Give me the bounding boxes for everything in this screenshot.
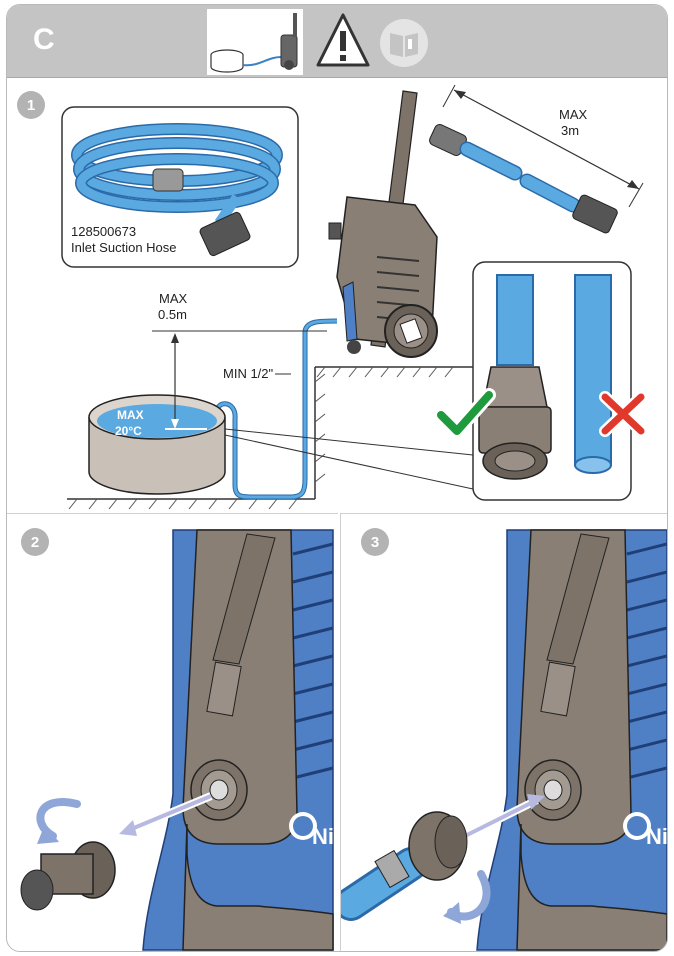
push-in-arrow <box>459 794 545 842</box>
water-tank-icon <box>88 394 226 495</box>
section-letter: C <box>33 23 55 56</box>
diameter-label: MIN 1/2" <box>223 366 274 381</box>
pull-out-arrow <box>119 792 213 836</box>
height-limit-value: 0.5m <box>158 307 187 322</box>
machine-side-closeup <box>142 529 334 951</box>
extension-hose-icon <box>429 123 618 234</box>
pressure-washer-icon <box>328 90 438 358</box>
step-2-panel: 2 Ni <box>7 513 338 951</box>
coiled-hose-icon <box>71 123 283 257</box>
rotate-cw-icon <box>443 870 491 924</box>
correct-check-icon <box>434 388 496 438</box>
incorrect-cross-icon <box>599 391 647 437</box>
height-dimension <box>152 330 327 430</box>
hose-with-filter-icon <box>478 274 552 480</box>
rotate-ccw-icon <box>36 798 81 844</box>
hose-length-value: 3m <box>561 123 580 138</box>
step-3-panel: 3 Ni <box>340 513 668 951</box>
step-2-illustration <box>20 529 334 951</box>
hose-length-label: MAX <box>559 107 588 122</box>
height-limit-label: MAX <box>159 291 188 306</box>
brand-logo-partial-2: Ni <box>312 824 334 849</box>
manual-book-icon <box>380 19 428 67</box>
hose-without-filter-icon <box>574 274 612 474</box>
header-icons <box>207 9 428 75</box>
brand-logo-partial-3: Ni <box>646 824 668 849</box>
machine-side-closeup <box>476 529 667 951</box>
step-1-badge: 1 <box>17 91 45 119</box>
section-header: C <box>7 5 667 78</box>
step-3-badge: 3 <box>361 528 389 556</box>
temperature-value: 20°C <box>115 424 142 438</box>
suction-hose-line <box>214 318 338 500</box>
hose-name: Inlet Suction Hose <box>71 240 177 255</box>
step-1-panel: 1 128500673 Inlet Suction Hose MAX 3m MA… <box>7 77 667 517</box>
hose-length-dimension <box>442 84 644 208</box>
hose-part-number: 128500673 <box>71 224 137 239</box>
tank-pump-icon <box>207 9 303 75</box>
instruction-frame: C <box>6 4 668 952</box>
step-2-badge: 2 <box>21 528 49 556</box>
hose-with-connector-icon <box>341 811 468 921</box>
step-1-illustration <box>61 84 647 510</box>
step-3-illustration <box>341 529 667 951</box>
warning-icon <box>316 13 370 67</box>
hose-connector-icon <box>20 841 116 911</box>
temperature-label: MAX <box>117 408 144 422</box>
